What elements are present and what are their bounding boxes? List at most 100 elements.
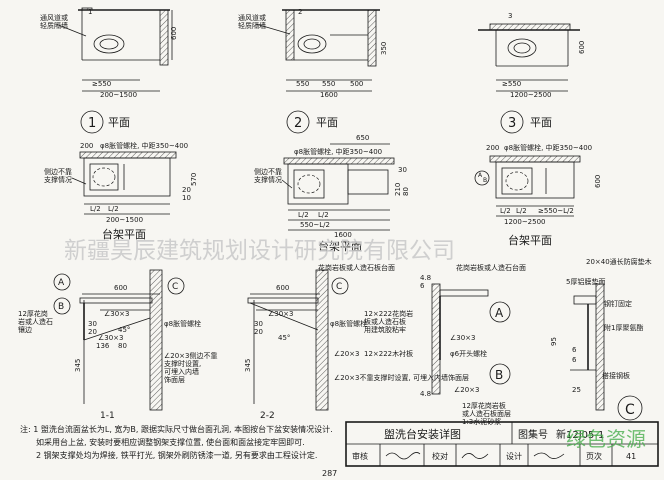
s2-dim-3: 345 bbox=[244, 359, 252, 372]
s1-dim-5: 80 bbox=[118, 342, 127, 350]
plan3-dim-1: ≥550 bbox=[502, 80, 521, 88]
watermark-badge: 绿色资源 bbox=[566, 427, 646, 451]
s1-dim-3: 45° bbox=[118, 326, 130, 334]
frame-plan-2: 650 φ8胀管螺栓, 中距350~400 侧边不靠支撑情况 L/2 L/2 5… bbox=[254, 134, 410, 253]
row-check: 校对 bbox=[432, 451, 448, 461]
frame1-bottom-dim-3: 200~1500 bbox=[106, 216, 143, 224]
s1-marker-b: B bbox=[58, 302, 64, 312]
plan3-circle-num: 3 bbox=[508, 116, 516, 131]
frame2-side-dim-1: 30 bbox=[398, 166, 407, 174]
db-marker: B bbox=[495, 368, 503, 382]
atlas-label: 图集号 bbox=[518, 428, 548, 441]
frame1-side-note: 侧边不靠支撑情况 bbox=[44, 167, 72, 184]
row-review: 审核 bbox=[352, 451, 368, 461]
row-page: 页次 bbox=[586, 451, 602, 461]
da-note-3: 12×222木衬板 bbox=[364, 349, 413, 358]
plan1-dim-2: 200~1500 bbox=[100, 91, 137, 99]
frame2-side-dim-3: 80 bbox=[402, 187, 410, 196]
plan1-label: 平面 bbox=[108, 116, 130, 129]
section-1-1: A B C 600 12厚花岗岩或人造石镶边 ∠30×3 ∠30×3 φ8胀管螺… bbox=[18, 269, 218, 421]
s2-note-1: 花岗岩板或人造石板台面 bbox=[318, 263, 395, 272]
detail-a-b: 花岗岩板或人造石台面 4.8 6 A 12×222花岗岩板或人造石板用建筑胶粘牢… bbox=[364, 263, 526, 426]
plan1-dim-side: 600 bbox=[170, 27, 178, 40]
plan3-dim-side: 600 bbox=[578, 41, 586, 54]
notes-block: 注: 1 盥洗台流面盆长为L, 宽为B, 跟据实际尺寸做台面孔洞, 本图按台下盆… bbox=[20, 424, 333, 460]
frame1-top-dim-1: 200 bbox=[80, 142, 93, 150]
dc-dim-2: 6 bbox=[572, 346, 577, 354]
frame3-side-dim-1: 600 bbox=[594, 175, 602, 188]
s2-note-2: ∠30×3 bbox=[268, 310, 294, 318]
s1-marker-c: C bbox=[172, 282, 178, 292]
dc-note-1: 20×40通长防腐垫木 bbox=[586, 257, 652, 266]
frame2-label: 台架平面 bbox=[318, 239, 362, 253]
note-line-2: 如采用台上盆, 安装时要相应调整钢架支撑位置, 使台面和面盆接定牢固即可. bbox=[36, 437, 305, 447]
plan1-wall-note: 通风道或轻质隔墙 bbox=[40, 13, 68, 30]
plan2-dim-3: 500 bbox=[350, 80, 363, 88]
frame1-side-dim-3: 10 bbox=[182, 194, 191, 202]
plan2-dim-2: 550 bbox=[322, 80, 335, 88]
plan2-label: 平面 bbox=[316, 116, 338, 129]
frame3-bottom-dim-3: ≥550~L/2 bbox=[538, 207, 574, 215]
dc-note-3: 钢钉固定 bbox=[604, 299, 632, 308]
s2-note-3: φ8胀管螺栓 bbox=[330, 319, 367, 328]
s2-dim-2: 20 bbox=[254, 328, 263, 336]
frame2-bottom-dim-2: L/2 bbox=[318, 211, 329, 219]
s1-note-5: ∠20×3侧边不靠支撑时设置,可埋入内墙饰面层 bbox=[164, 351, 218, 384]
dc-dim-4: 25 bbox=[572, 386, 581, 394]
frame-plan-1: 200 φ8胀管螺栓, 中距350~400 侧边不靠支撑情况 L/2 L/2 2… bbox=[44, 141, 198, 241]
dc-note-4: 附1厚聚氨酯 bbox=[604, 323, 643, 332]
s1-dim-1: 30 bbox=[88, 320, 97, 328]
dc-note-5: 搭接钢板 bbox=[602, 371, 630, 380]
dc-note-2: 5厚铝膜垫面 bbox=[566, 277, 605, 286]
sheet-page-no: 41 bbox=[626, 452, 636, 461]
da-note-2: 12×222花岗岩板或人造石板用建筑胶粘牢 bbox=[364, 309, 413, 334]
frame3-bottom-dim-1: L/2 bbox=[500, 207, 511, 215]
frame3-top-dim-2: φ8胀管螺栓, 中距350~400 bbox=[504, 143, 592, 152]
svg-text:3: 3 bbox=[508, 12, 512, 20]
note-line-1: 注: 1 盥洗台流面盆长为L, 宽为B, 跟据实际尺寸做台面孔洞, 本图按台下盆… bbox=[20, 424, 333, 434]
frame2-top-dim-1: 650 bbox=[356, 134, 369, 142]
s2-marker-c: C bbox=[336, 282, 342, 292]
dc-marker: C bbox=[625, 402, 635, 418]
s1-note-1: 12厚花岗岩或人造石镶边 bbox=[18, 309, 53, 334]
frame-plan-3: 200 φ8胀管螺栓, 中距350~400 A B L/2 L/2 ≥550~L… bbox=[474, 143, 602, 247]
s2-top-dim: 600 bbox=[276, 284, 289, 292]
dc-dim-1: 95 bbox=[550, 337, 558, 346]
s1-dim-4: 136 bbox=[96, 342, 110, 350]
watermark-text: 新疆昊辰建筑规划设计研究院有限公司 bbox=[64, 238, 455, 264]
db-note-1: ∠20×3 bbox=[454, 386, 480, 394]
s1-dim-6: 345 bbox=[74, 359, 82, 372]
plan2-dim-4: 1600 bbox=[320, 91, 338, 99]
s1-note-3: ∠30×3 bbox=[98, 334, 124, 342]
row-design: 设计 bbox=[506, 451, 522, 461]
plan1-circle-num: 1 bbox=[88, 116, 96, 131]
s1-dim-2: 20 bbox=[88, 328, 97, 336]
frame1-label: 台架平面 bbox=[102, 227, 146, 241]
frame1-side-dim-2: 20 bbox=[182, 186, 191, 194]
dc-dim-3: 6 bbox=[572, 356, 577, 364]
da-marker: A bbox=[495, 306, 504, 320]
detail-c: 20×40通长防腐垫木 5厚铝膜垫面 钢钉固定 附1厚聚氨酯 搭接钢板 95 6… bbox=[550, 257, 652, 421]
s2-dim-4: 45° bbox=[278, 334, 290, 342]
s1-note-2: ∠30×3 bbox=[104, 310, 130, 318]
frame2-bottom-dim-4: 1600 bbox=[334, 231, 352, 239]
plan2-dim-1: 550 bbox=[296, 80, 309, 88]
frame3-marker-a: A bbox=[478, 172, 483, 179]
frame1-side-dim-1: 570 bbox=[190, 173, 198, 186]
s2-label: 2-2 bbox=[260, 411, 275, 421]
frame2-bottom-dim-1: L/2 bbox=[298, 211, 309, 219]
da-note-1: 花岗岩板或人造石台面 bbox=[456, 263, 526, 272]
db-dim-1: 4.8 bbox=[420, 390, 431, 398]
frame1-top-dim-2: φ8胀管螺栓, 中距350~400 bbox=[100, 141, 188, 150]
s1-note-4: φ8胀管螺栓 bbox=[164, 319, 201, 328]
da-note-4: ∠30×3 bbox=[450, 334, 476, 342]
s2-note-5: ∠20×3不靠支撑时设置, 可埋入内墙饰面层 bbox=[334, 373, 469, 382]
frame2-bottom-dim-3: 550~L/2 bbox=[300, 221, 330, 229]
frame3-top-dim-1: 200 bbox=[486, 144, 499, 152]
da-dim-1: 4.8 bbox=[420, 274, 431, 282]
frame1-bottom-dim-1: L/2 bbox=[90, 205, 101, 213]
frame1-bottom-dim-2: L/2 bbox=[108, 205, 119, 213]
frame3-label: 台架平面 bbox=[508, 233, 552, 247]
da-note-5: φ6开头螺栓 bbox=[450, 349, 487, 358]
